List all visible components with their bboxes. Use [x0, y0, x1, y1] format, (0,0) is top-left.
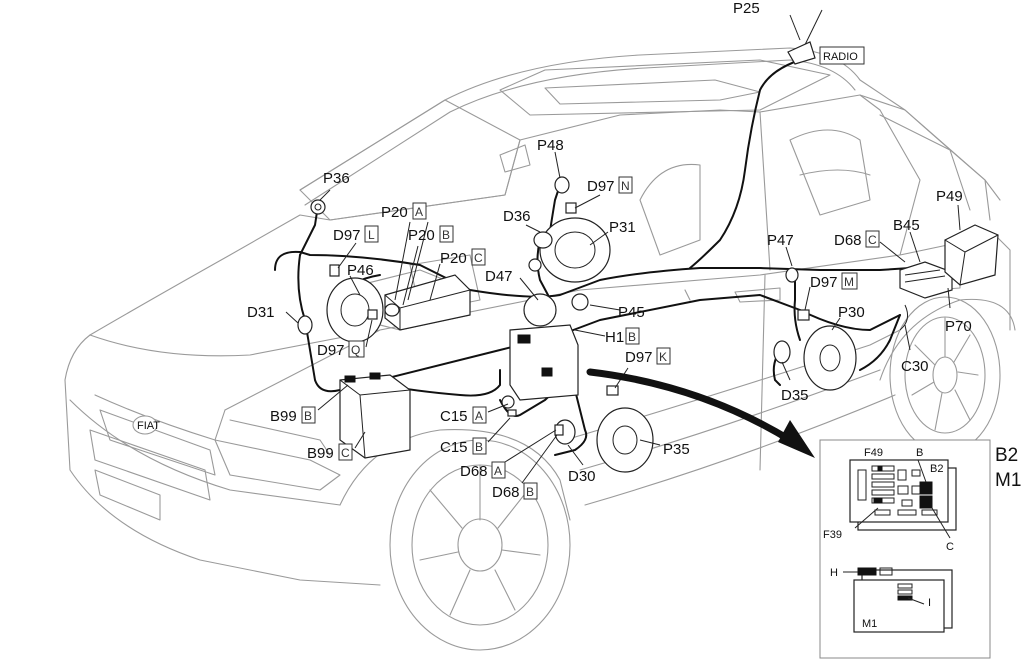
label-p48: P48: [537, 137, 564, 154]
components: [297, 176, 999, 473]
brand-logo-text: FIAT: [137, 420, 160, 432]
inset-b: B: [916, 447, 923, 459]
p35-speaker: [596, 407, 654, 473]
label-p35: P35: [663, 441, 690, 458]
label-c15b: C15: [440, 439, 468, 456]
label-d97n: D97: [587, 178, 615, 195]
inset-fuse-grid: [857, 465, 938, 516]
label-c15a: C15: [440, 408, 468, 425]
p47-tweeter: [785, 267, 799, 283]
radio-box: [819, 46, 865, 65]
label-d97k: D97: [625, 349, 653, 366]
label-p46: P46: [347, 262, 374, 279]
label-p47: P47: [767, 232, 794, 249]
label-d35: D35: [781, 387, 809, 404]
label-p25: P25: [733, 0, 760, 17]
inset-relay-b: [919, 481, 933, 495]
label-p20a-suffix: A: [415, 205, 423, 219]
callout-arrow: [586, 368, 815, 458]
label-h1b-suffix: B: [628, 330, 636, 344]
label-p20c-suffix: C: [474, 251, 483, 265]
leader-lines: [285, 14, 961, 484]
label-d68a-suffix: A: [494, 464, 502, 478]
label-p20c: P20: [440, 250, 467, 267]
label-p31: P31: [609, 219, 636, 236]
label-p36: P36: [323, 170, 350, 187]
inset-title-m1: M1: [995, 470, 1021, 491]
inset-m1: M1: [862, 618, 877, 630]
inset-connector-h: [857, 567, 877, 576]
label-b45: B45: [893, 217, 920, 234]
label-c30: C30: [901, 358, 929, 375]
label-d68c-suffix: C: [868, 233, 877, 247]
b45-fusebox: [899, 261, 953, 299]
label-d36: D36: [503, 208, 531, 225]
inset-detail: B2 M1 F49 B B2 C: [819, 439, 1021, 659]
inset-f49: F49: [864, 447, 883, 459]
d97n-connector: [565, 202, 577, 214]
label-p70: P70: [945, 318, 972, 335]
label-d97m: D97: [810, 274, 838, 291]
label-d97n-suffix: N: [621, 179, 630, 193]
label-d47: D47: [485, 268, 513, 285]
d35-connector: [773, 340, 791, 364]
inset-h: H: [830, 567, 838, 579]
label-d97m-suffix: M: [844, 275, 854, 289]
label-d68c: D68: [834, 232, 862, 249]
p36-tweeter: [310, 199, 326, 215]
p45-speaker: [571, 293, 589, 311]
label-d97q-suffix: Q: [351, 343, 360, 357]
label-b99c: B99: [307, 445, 334, 462]
inset-c: C: [946, 541, 954, 553]
label-b99b-suffix: B: [304, 409, 312, 423]
label-b99c-suffix: C: [341, 446, 350, 460]
inset-b2: B2: [930, 463, 943, 475]
brand-logo: [132, 415, 158, 435]
label-d68b-suffix: B: [526, 485, 534, 499]
h1-unit: [509, 324, 579, 401]
label-d30: D30: [568, 468, 596, 485]
d47-connector: [523, 293, 557, 327]
label-d97q: D97: [317, 342, 345, 359]
label-d31: D31: [247, 304, 275, 321]
p31-speaker: [539, 217, 611, 283]
label-c15a-suffix: A: [475, 409, 483, 423]
label-radio: RADIO: [823, 51, 858, 63]
wiring-harness: [274, 59, 951, 456]
label-p30: P30: [838, 304, 865, 321]
antenna: [787, 9, 823, 65]
battery: [339, 374, 411, 459]
label-p20a: P20: [381, 204, 408, 221]
inset-f39: F39: [823, 529, 842, 541]
label-d97l-suffix: L: [368, 228, 375, 242]
p20-radio-unit: [384, 274, 471, 331]
label-p20b-suffix: B: [442, 228, 450, 242]
d31-connector: [297, 315, 313, 335]
inset-m1-front: [853, 579, 945, 633]
label-h1b: H1: [605, 329, 624, 346]
label-p49: P49: [936, 188, 963, 205]
inset-title-b2: B2: [995, 445, 1018, 466]
inset-relay-c: [919, 495, 933, 509]
component-labels: P25 RADIO P48 P36 D97 N P20 A D36 P31 P4…: [247, 0, 972, 501]
label-p45: P45: [618, 304, 645, 321]
label-d68a: D68: [460, 463, 488, 480]
label-b99b: B99: [270, 408, 297, 425]
p48-tweeter: [554, 176, 570, 194]
label-d97k-suffix: K: [659, 350, 667, 364]
label-d68b: D68: [492, 484, 520, 501]
label-p20b: P20: [408, 227, 435, 244]
label-d97l: D97: [333, 227, 361, 244]
p30-speaker: [803, 325, 857, 391]
inset-i: I: [928, 597, 931, 609]
label-c15b-suffix: B: [475, 440, 483, 454]
p49-amplifier: [944, 224, 999, 286]
